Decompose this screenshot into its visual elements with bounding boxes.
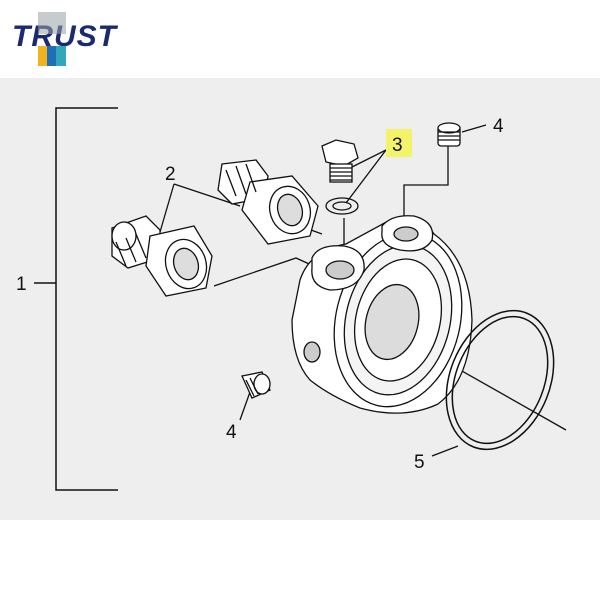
logo-bar-gray: [38, 12, 66, 34]
sandwich-plate: [291, 215, 473, 414]
logo-bar-blue: [47, 46, 56, 66]
washer: [325, 197, 359, 215]
callout-4-bottom: 4: [226, 422, 237, 443]
plug-bottom: [241, 371, 271, 399]
assembly-bracket: [34, 107, 118, 491]
oring: [445, 309, 555, 451]
callout-3: 3: [392, 135, 403, 156]
logo-bar-teal: [56, 46, 66, 66]
logo-bar-yellow: [38, 46, 47, 66]
fitting-upper: [217, 159, 319, 245]
fitting-lower: [111, 215, 213, 297]
trust-logo: TRUST: [12, 12, 118, 66]
callout-3-highlight: [386, 129, 412, 157]
callout-5: 5: [414, 452, 425, 473]
callout-1: 1: [16, 274, 27, 295]
bolt: [321, 139, 359, 183]
callout-2: 2: [165, 164, 176, 185]
callout-4-top: 4: [493, 116, 504, 137]
plug-top: [437, 122, 461, 147]
